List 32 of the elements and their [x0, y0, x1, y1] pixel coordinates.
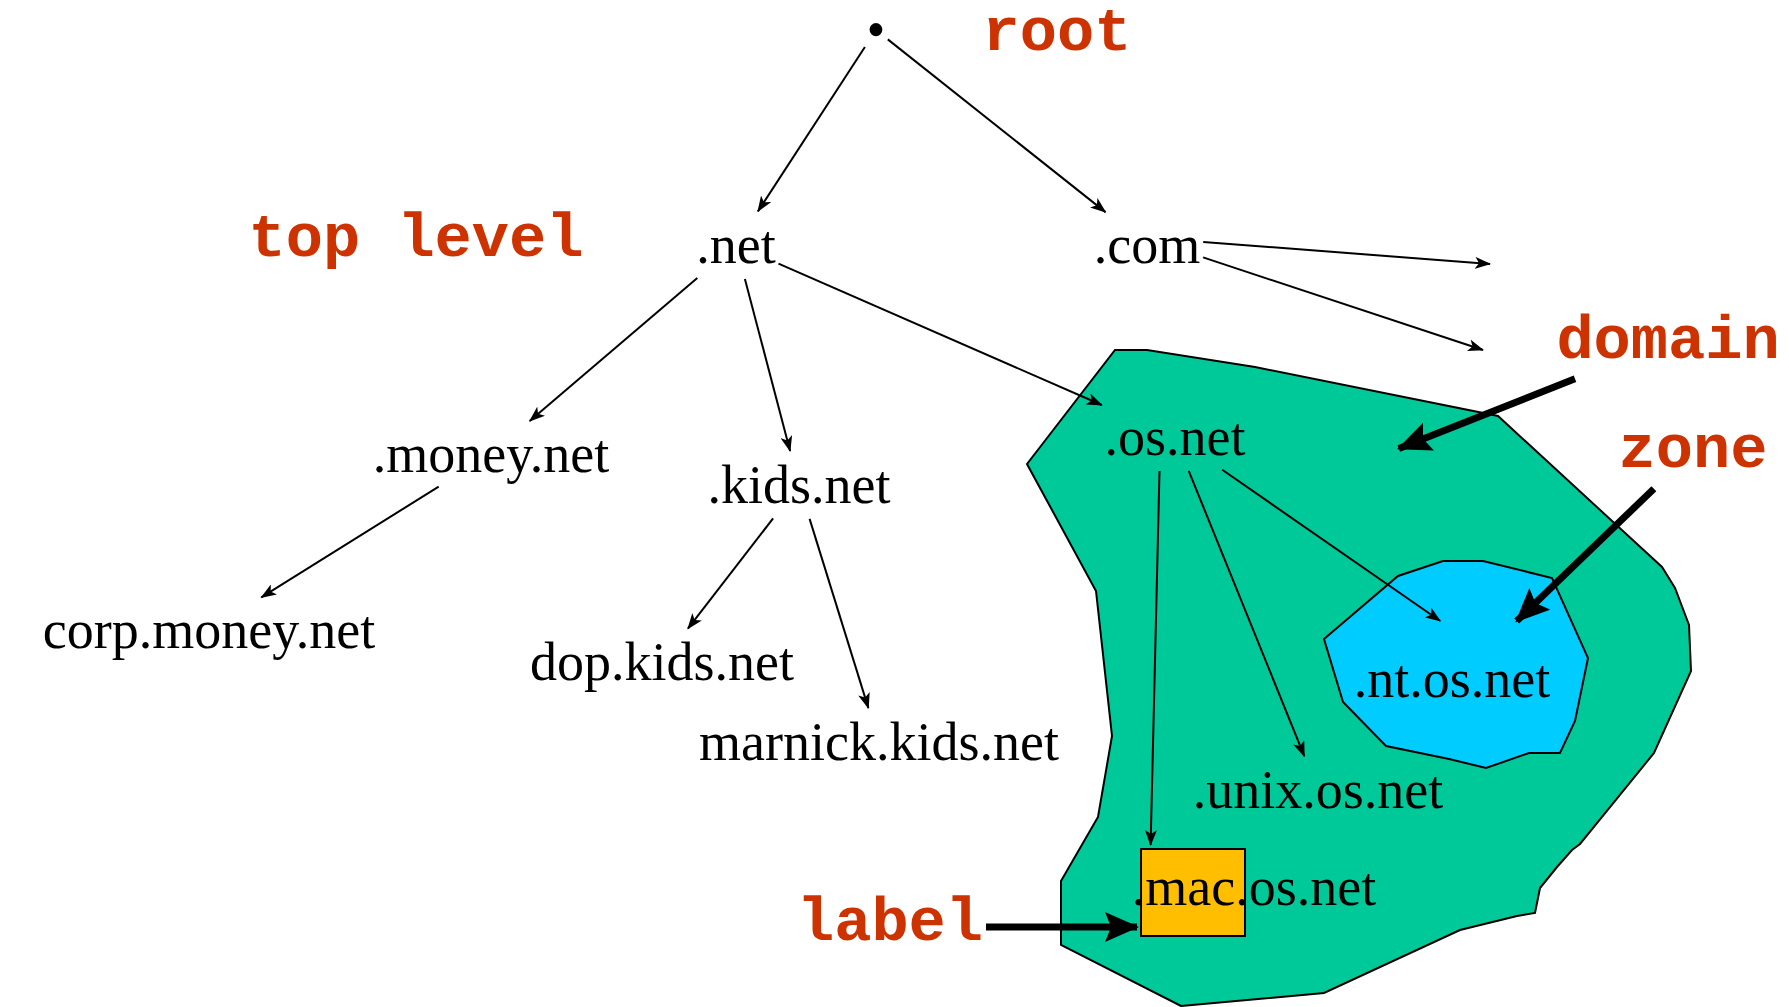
domain-name: .unix.os.net [1192, 758, 1444, 822]
annotation-label: zone [1618, 415, 1768, 487]
domain-name: .kids.net [707, 453, 891, 517]
arrow [886, 38, 1107, 214]
arrow [756, 46, 866, 213]
domain-name: .net [696, 213, 776, 277]
domain-name: dop.kids.net [530, 630, 794, 694]
arrow [777, 262, 1103, 406]
annotation-label: domain [1556, 306, 1780, 378]
arrow [808, 517, 870, 710]
arrow [1202, 240, 1491, 269]
arrow [528, 277, 699, 422]
domain-name: corp.money.net [42, 598, 376, 662]
domain-name: .os.net [1104, 405, 1246, 469]
domain-name: .nt.os.net [1353, 647, 1551, 711]
arrow [1187, 469, 1306, 758]
arrow [686, 517, 775, 630]
arrow [1396, 375, 1577, 452]
arrow [986, 912, 1139, 942]
domain-name: .money.net [372, 422, 610, 486]
domain-name: .com [1093, 213, 1201, 277]
annotation-label: root [982, 0, 1132, 70]
arrow [1514, 486, 1657, 624]
arrow [1202, 256, 1484, 351]
arrow [1221, 468, 1442, 622]
arrow [260, 485, 440, 599]
domain-name: marnick.kids.net [699, 710, 1059, 774]
annotation-label: label [797, 888, 983, 960]
annotation-label: top level [248, 204, 584, 276]
arrow [1144, 470, 1161, 846]
arrow [743, 277, 793, 453]
root-dot: • [866, 0, 886, 62]
